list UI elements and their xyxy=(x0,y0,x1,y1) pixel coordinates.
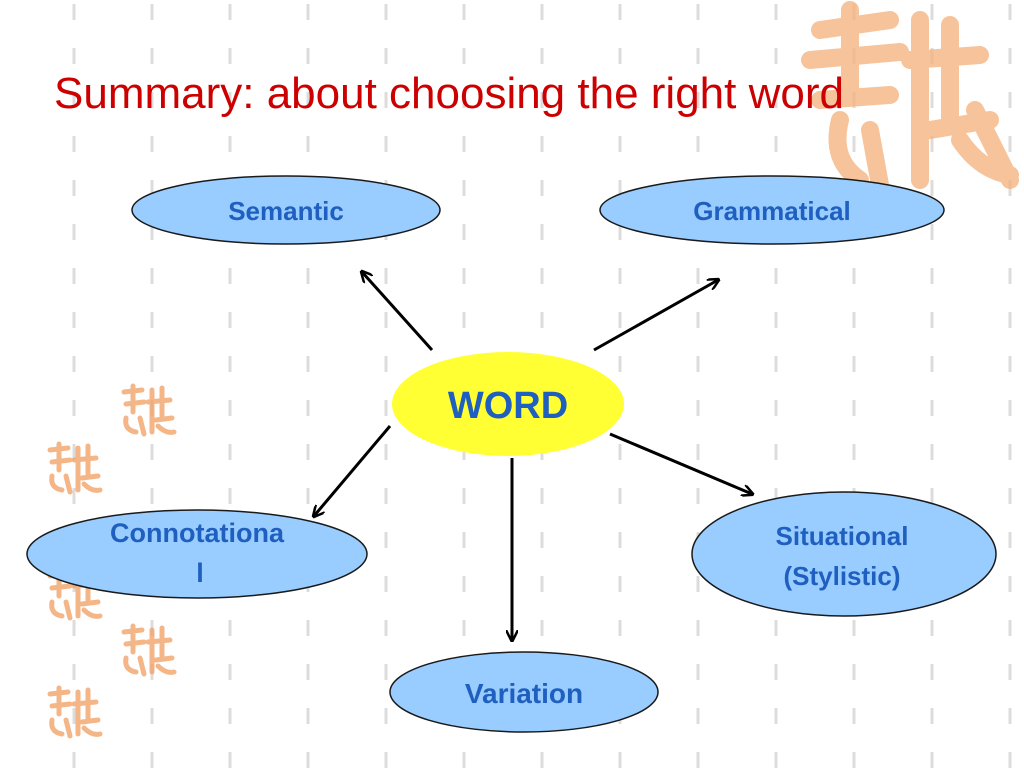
node-semantic-label: Semantic xyxy=(228,196,344,226)
node-variation: Variation xyxy=(389,651,659,733)
node-variation-label: Variation xyxy=(465,678,583,709)
node-semantic: Semantic xyxy=(131,175,441,245)
seal-stamp-icon xyxy=(121,383,177,437)
seal-stamp-icon xyxy=(121,623,177,677)
large-seal-decoration xyxy=(801,1,1019,194)
node-grammatical: Grammatical xyxy=(599,175,945,245)
center-node-label: WORD xyxy=(448,385,568,427)
node-connotational-label-line1: Connotationa xyxy=(110,518,285,548)
seal-stamp-icon xyxy=(47,441,103,495)
arrow-to-situational xyxy=(609,432,752,494)
node-situational-label-line2: (Stylistic) xyxy=(783,561,900,591)
node-situational-label-line1: Situational xyxy=(776,521,909,551)
arrow-to-semantic xyxy=(362,272,434,352)
node-grammatical-label: Grammatical xyxy=(693,196,851,226)
arrow-to-grammatical xyxy=(593,280,718,352)
arrow-to-connotational xyxy=(314,425,392,516)
node-connotational-label-line2: l xyxy=(196,558,204,588)
node-connotational: Connotationa l xyxy=(26,509,368,599)
seal-stamp-icon xyxy=(47,685,103,739)
node-situational: Situational (Stylistic) xyxy=(691,491,997,617)
center-node-word: WORD xyxy=(392,352,624,456)
slide-title: Summary: about choosing the right word xyxy=(54,69,844,118)
